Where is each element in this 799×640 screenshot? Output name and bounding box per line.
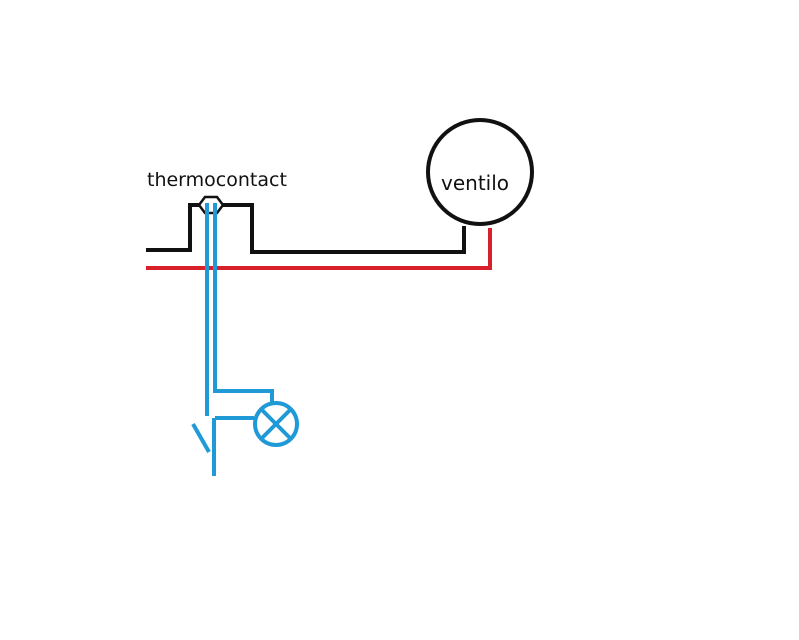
ventilo-circle [426,118,534,226]
thermocontact-label: thermocontact [147,169,287,191]
red-wire [146,228,492,270]
black-wire [146,203,466,254]
blue-wires [191,203,274,476]
blue-wire-right [213,203,274,405]
lamp-icon [253,401,299,447]
switch-lever [191,423,211,453]
ventilo-label: ventilo [441,171,509,195]
thermocontact-terminal [197,195,225,215]
